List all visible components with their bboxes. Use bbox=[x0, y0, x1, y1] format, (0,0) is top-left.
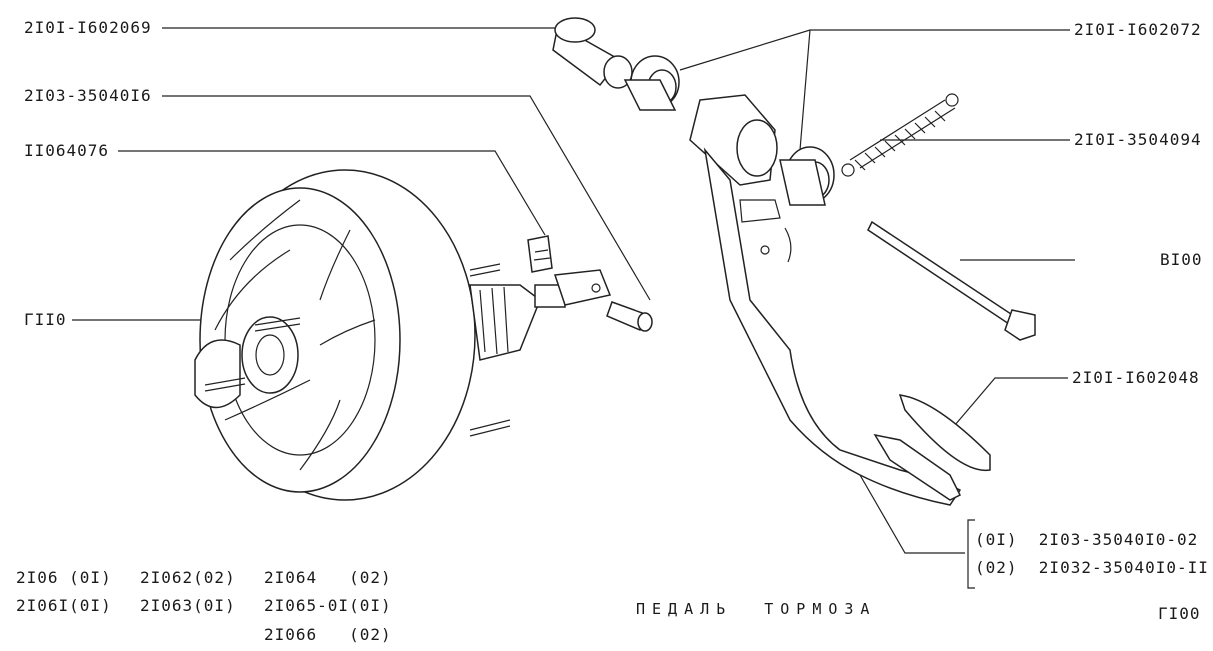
pin-part bbox=[606, 301, 653, 332]
callout-label: 2I03-35040I6 bbox=[24, 86, 152, 105]
bushing-upper bbox=[552, 17, 633, 89]
callout-label: 2I0I-I602072 bbox=[1074, 20, 1202, 39]
callout-label: 2I0I-I602069 bbox=[24, 18, 152, 37]
flanged-bushing-right bbox=[779, 146, 835, 206]
callout-label: 2I0I-I602048 bbox=[1072, 368, 1200, 387]
pedal-pad bbox=[873, 394, 991, 501]
applicability-cell: 2I066 (02) bbox=[264, 625, 392, 644]
vacuum-booster bbox=[194, 169, 612, 501]
return-spring bbox=[841, 93, 959, 177]
callout-label: II064076 bbox=[24, 141, 110, 160]
applicability-cell: 2I06 (0I) bbox=[16, 568, 112, 587]
sheet-code: ГI00 bbox=[1158, 604, 1201, 623]
callout-label: ГII0 bbox=[24, 310, 67, 329]
flanged-bushing-left bbox=[623, 55, 680, 111]
callout-label: 2I0I-3504094 bbox=[1074, 130, 1202, 149]
callout-label: BI00 bbox=[1160, 250, 1203, 269]
pedal-lever bbox=[689, 94, 962, 506]
variant-line: (0I) 2I03-35040I0-02 bbox=[975, 530, 1199, 549]
applicability-cell: 2I063(0I) bbox=[140, 596, 236, 615]
clip-part bbox=[527, 235, 553, 273]
bolt-part bbox=[867, 220, 1036, 341]
variant-line: (02) 2I032-35040I0-II bbox=[975, 558, 1209, 577]
applicability-cell: 2I062(02) bbox=[140, 568, 236, 587]
leader-lines bbox=[72, 27, 1075, 589]
diagram-title: ПЕДАЛЬ ТОРМОЗА bbox=[636, 600, 877, 618]
applicability-cell: 2I064 (02) bbox=[264, 568, 392, 587]
applicability-cell: 2I065-0I(0I) bbox=[264, 596, 392, 615]
applicability-cell: 2I06I(0I) bbox=[16, 596, 112, 615]
